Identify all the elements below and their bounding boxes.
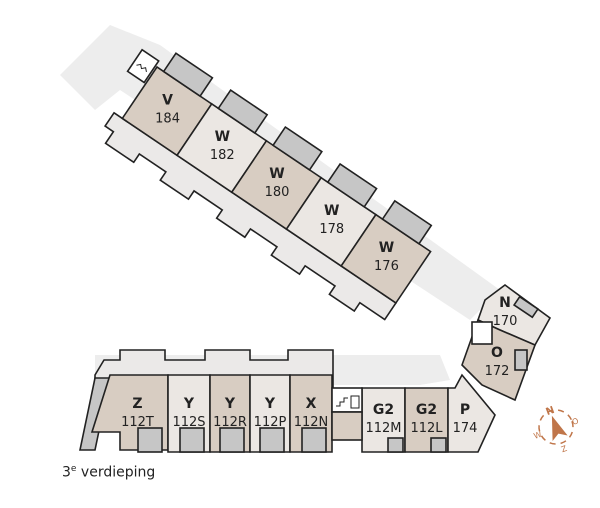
floor-suffix: e [70, 464, 77, 474]
lift-icon [350, 395, 360, 409]
unit-number-label: 112P [254, 415, 287, 430]
compass-arrow-icon [551, 415, 568, 442]
stair-core [471, 321, 493, 345]
unit-number-label: 112R [213, 415, 247, 430]
compass-s: Z [560, 444, 569, 455]
unit-type-label: G2 [373, 402, 394, 418]
compass: N O Z W [532, 405, 580, 455]
floor-text: verdieping [80, 464, 156, 481]
diagonal-wing [103, 48, 433, 321]
unit-type-label: Y [183, 396, 195, 412]
storage-112N [301, 427, 327, 453]
floor-label: 3e verdieping [62, 464, 155, 481]
storage-112T [137, 427, 163, 453]
storage-112R [219, 427, 245, 453]
unit-type-label: Y [224, 396, 236, 412]
unit-type-label: N [499, 295, 511, 311]
unit-174[interactable] [447, 373, 496, 453]
compass-n: N [545, 405, 557, 418]
storage-112S [179, 427, 205, 453]
storage-176 [381, 199, 433, 245]
unit-type-label: V [162, 92, 173, 108]
unit-type-label: W [379, 240, 394, 256]
unit-type-label: Z [132, 396, 142, 412]
storage-112L [430, 437, 447, 453]
storage-112M [387, 437, 404, 453]
unit-number-label: 112T [121, 415, 154, 430]
unit-type-label: W [215, 129, 230, 145]
storage-184 [162, 52, 214, 98]
compass-w: W [532, 430, 543, 441]
unit-number-label: 180 [265, 185, 290, 200]
unit-number-label: 184 [155, 111, 180, 126]
unit-type-label: W [269, 166, 284, 182]
unit-type-label: X [306, 396, 317, 412]
unit-type-label: W [324, 203, 339, 219]
wall-west [79, 377, 111, 451]
stair [126, 48, 160, 84]
floor-number: 3 [62, 464, 71, 481]
stair-icon [136, 63, 147, 73]
unit-number-label: 112N [294, 415, 329, 430]
unit-type-label: Y [264, 396, 276, 412]
unit-number-label: 182 [210, 148, 235, 163]
unit-number-label: 174 [453, 421, 478, 436]
storage-O [514, 349, 528, 371]
stair-icon [336, 397, 348, 407]
gallery [103, 111, 398, 321]
unit-type-label: G2 [416, 402, 437, 418]
compass-e: O [571, 416, 580, 427]
storage-180 [271, 125, 323, 172]
unit-number-label: 172 [485, 364, 510, 379]
unit-number-label: 112L [410, 421, 443, 436]
unit-number-label: 178 [319, 222, 344, 237]
storage-178 [326, 162, 378, 208]
storage-182 [217, 89, 269, 135]
storage-N [512, 295, 540, 319]
unit-type-label: O [491, 345, 503, 361]
unit-number-label: 176 [374, 259, 399, 274]
unit-number-label: 112M [365, 421, 401, 436]
unit-type-label: P [460, 402, 470, 418]
storage-112P [259, 427, 285, 453]
unit-number-label: 170 [493, 314, 518, 329]
hall-112N [331, 411, 363, 441]
unit-number-label: 112S [172, 415, 205, 430]
